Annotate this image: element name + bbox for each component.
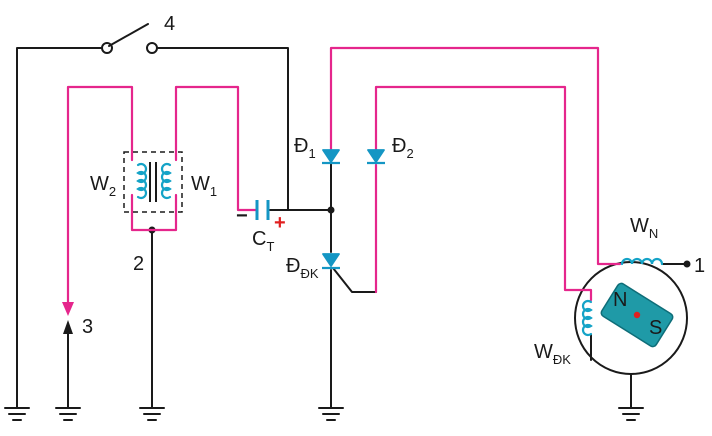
transformer-label: 2 — [133, 253, 144, 275]
node1-label: 1 — [694, 255, 705, 277]
switch-contact-right — [146, 42, 158, 54]
d2-label: Đ2 — [392, 135, 414, 161]
coil-w2 — [136, 162, 148, 200]
transformer-box — [123, 151, 183, 213]
ddk-gate-wire — [332, 267, 377, 293]
cap-plus-label: + — [274, 212, 286, 234]
w1-label-sub: 1 — [210, 184, 217, 199]
cap-label-main: C — [252, 228, 266, 250]
switch-label: 4 — [164, 13, 175, 35]
switch-lever — [108, 23, 149, 47]
magnet-s-label: S — [649, 317, 662, 339]
w2-label-sub: 2 — [109, 184, 116, 199]
wdk-label-sub: ĐK — [553, 352, 571, 367]
w2-label-main: W — [90, 173, 109, 195]
left-ground-wire — [16, 47, 106, 409]
cap-label: CT — [252, 228, 274, 254]
w2-label: W2 — [90, 173, 116, 199]
ddk-label: ĐĐK — [286, 255, 319, 281]
magnet-n-label: N — [613, 289, 627, 311]
d1-label: Đ1 — [294, 135, 316, 161]
wdk-label: WĐK — [534, 341, 571, 367]
w1-label: W1 — [191, 173, 217, 199]
primary-pink-wire — [174, 85, 258, 212]
diode-d2 — [367, 149, 385, 165]
cap-label-sub: T — [266, 239, 274, 254]
ddk-label-main: Đ — [286, 255, 300, 277]
wdk-label-main: W — [534, 341, 553, 363]
wn-label-sub: N — [649, 226, 658, 241]
diode-d1 — [322, 149, 340, 165]
coil-w1 — [160, 162, 172, 200]
spark-label: 3 — [82, 316, 93, 338]
spark-upper-arrow — [62, 302, 74, 316]
switch-to-node-wire — [156, 47, 289, 211]
spark-lower-arrow — [63, 320, 73, 334]
coil-wn — [620, 257, 664, 266]
coil-wdk — [581, 299, 593, 337]
d1-label-main: Đ — [294, 135, 308, 157]
d2-pink-wire — [374, 85, 593, 302]
ddk-label-sub: ĐK — [300, 266, 318, 281]
hv-pink-wire — [66, 85, 134, 307]
transformer-bottom-wire — [130, 193, 178, 232]
output-pink-wire — [329, 46, 622, 266]
w1-label-main: W — [191, 173, 210, 195]
ground-symbols — [4, 407, 644, 421]
thyristor-ddk — [322, 253, 340, 270]
cap-minus-label: − — [236, 205, 248, 227]
d2-label-main: Đ — [392, 135, 406, 157]
d2-label-sub: 2 — [406, 146, 413, 161]
d1-label-sub: 1 — [308, 146, 315, 161]
wn-label-main: W — [630, 215, 649, 237]
wn-label: WN — [630, 215, 658, 241]
rotor-center-dot — [633, 311, 641, 319]
